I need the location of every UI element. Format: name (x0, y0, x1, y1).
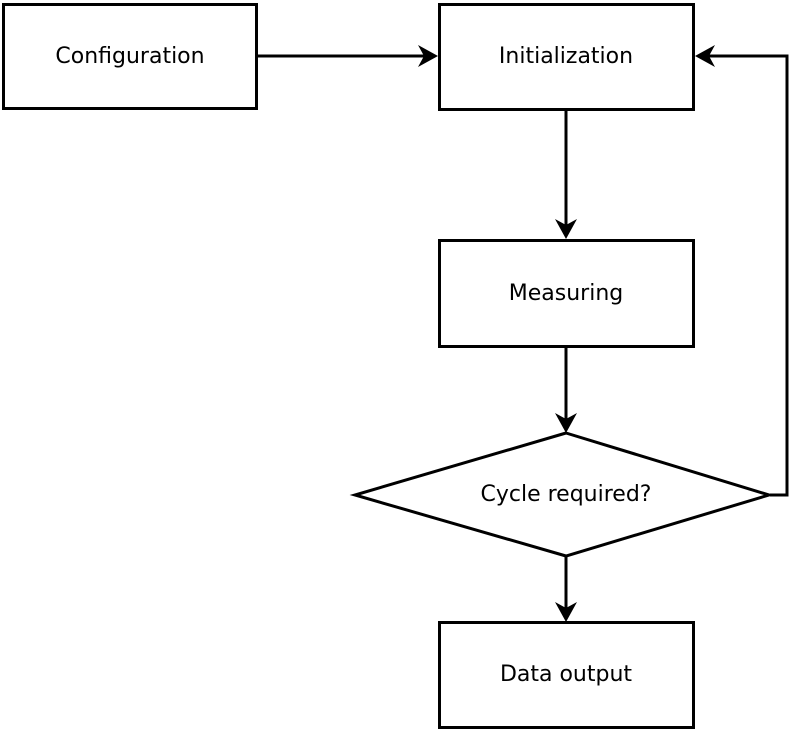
node-shape-initialization[interactable] (438, 3, 695, 111)
node-initialization[interactable]: Initialization (438, 3, 695, 111)
node-shape-configuration[interactable] (2, 3, 258, 110)
node-layer: Configuration Initialization Measuring C… (2, 3, 775, 729)
arrow-head-down-to-cycle-required (555, 413, 577, 433)
node-label-initialization: Initialization (499, 44, 633, 69)
node-shape-data-output[interactable] (438, 621, 695, 729)
arrow-head-right-to-initialization (418, 45, 438, 67)
edge-cycle-required-to-data-output (555, 557, 577, 622)
node-shape-measuring[interactable] (438, 239, 695, 348)
node-cycle-required[interactable]: Cycle required? (349, 431, 775, 558)
arrow-head-down-to-data-output (555, 602, 577, 622)
edge-initialization-to-measuring (555, 111, 577, 239)
edge-line-feedback-loop (701, 54, 789, 497)
node-label-cycle-required: Cycle required? (481, 482, 652, 507)
edge-measuring-to-cycle-required (555, 348, 577, 433)
edge-layer (258, 45, 789, 622)
node-shape-cycle-required-diamond[interactable] (349, 431, 775, 558)
node-configuration[interactable]: Configuration (2, 3, 258, 110)
node-label-data-output: Data output (500, 662, 632, 687)
node-data-output[interactable]: Data output (438, 621, 695, 729)
edge-cycle-required-to-initialization-feedback (695, 45, 789, 497)
arrow-head-left-to-initialization (695, 45, 715, 67)
arrow-head-down-to-measuring (555, 219, 577, 239)
node-label-measuring: Measuring (509, 281, 623, 306)
node-measuring[interactable]: Measuring (438, 239, 695, 348)
node-label-configuration: Configuration (55, 44, 204, 69)
edge-configuration-to-initialization (258, 45, 438, 67)
